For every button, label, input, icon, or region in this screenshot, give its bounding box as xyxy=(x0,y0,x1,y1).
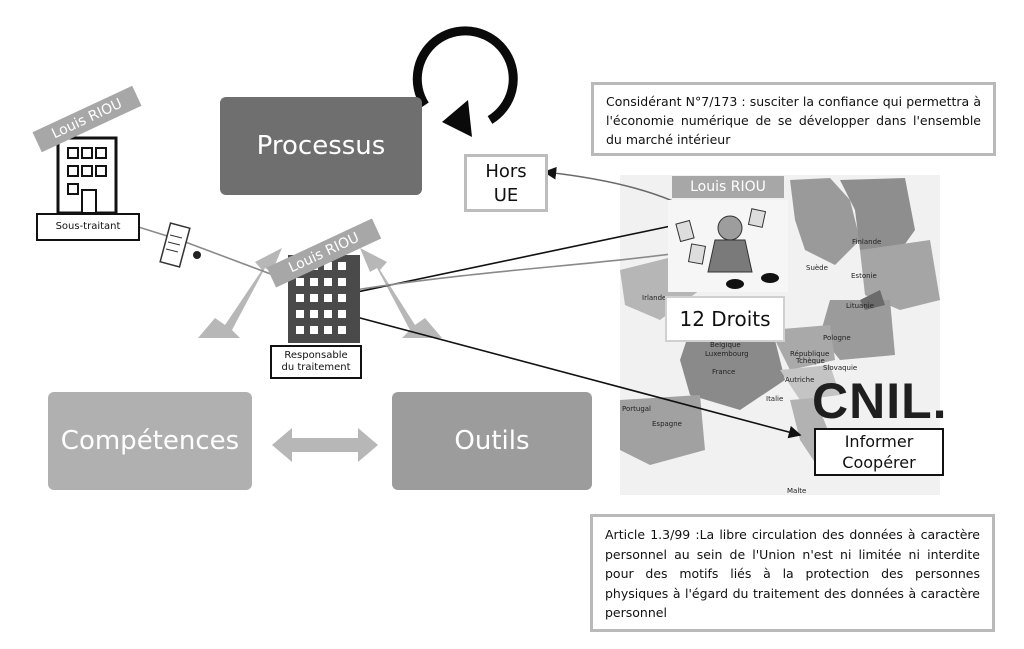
subcontractor-building-icon xyxy=(56,136,118,215)
map-label-austria: Autriche xyxy=(785,376,815,384)
hors-ue-line2: UE xyxy=(493,185,519,206)
map-label-slovakia: Slovaquie xyxy=(823,364,858,372)
hors-ue-line1: Hors xyxy=(485,161,527,182)
map-label-belgium: Belgique xyxy=(710,341,741,349)
map-label-malta: Malte xyxy=(787,487,807,495)
controller-label: Responsable du traitement xyxy=(270,345,362,379)
subcontractor-label: Sous-traitant xyxy=(36,213,140,241)
map-label-czech-1: République xyxy=(790,350,830,358)
rights-label: 12 Droits xyxy=(679,307,771,331)
map-label-luxembourg: Luxembourg xyxy=(705,350,749,358)
map-label-spain: Espagne xyxy=(652,420,682,428)
map-label-poland: Pologne xyxy=(823,334,851,342)
processus-label: Processus xyxy=(256,131,386,161)
map-label-portugal: Portugal xyxy=(622,405,651,413)
controller-label-line1: Responsable xyxy=(284,350,348,361)
processus-box: Processus xyxy=(220,97,422,195)
contract-icon xyxy=(159,222,201,268)
map-label-czech-2: Tchèque xyxy=(796,357,825,365)
map-label-estonia: Estonie xyxy=(851,272,877,280)
hors-ue-box: Hors UE xyxy=(464,154,548,212)
controller-label-line2: du traitement xyxy=(281,362,351,373)
considerant-box: Considérant N°7/173 : susciter la confia… xyxy=(591,82,996,156)
considerant-text: Considérant N°7/173 : susciter la confia… xyxy=(606,94,981,147)
map-name-tag: Louis RIOU xyxy=(672,176,784,198)
cycle-arrow xyxy=(412,26,518,137)
map-label-ireland: Irlande xyxy=(642,294,667,302)
cnil-duty-cooperate: Coopérer xyxy=(842,453,916,472)
competences-label: Compétences xyxy=(60,426,240,456)
map-label-sweden: Suède xyxy=(806,264,828,272)
subcontractor-label-text: Sous-traitant xyxy=(55,221,121,232)
cnil-logo-text: CNIL. xyxy=(812,373,948,429)
outils-box: Outils xyxy=(392,392,592,490)
map-label-france: France xyxy=(712,368,736,376)
article-text: Article 1.3/99 :La libre circulation des… xyxy=(605,527,980,620)
cnil-logo: CNIL. xyxy=(812,374,948,428)
map-label-italy: Italie xyxy=(766,395,784,403)
competences-box: Compétences xyxy=(48,392,252,490)
cnil-duty-inform: Informer xyxy=(844,432,914,451)
map-name-text: Louis RIOU xyxy=(690,179,766,195)
article-box: Article 1.3/99 :La libre circulation des… xyxy=(590,514,995,632)
map-label-finland: Finlande xyxy=(852,238,882,246)
map-label-lithuania: Lituanie xyxy=(846,302,875,310)
cnil-duties-box: Informer Coopérer xyxy=(814,428,944,476)
person-with-documents-icon xyxy=(668,200,788,292)
outils-label: Outils xyxy=(454,426,530,456)
rights-box: 12 Droits xyxy=(665,296,785,342)
